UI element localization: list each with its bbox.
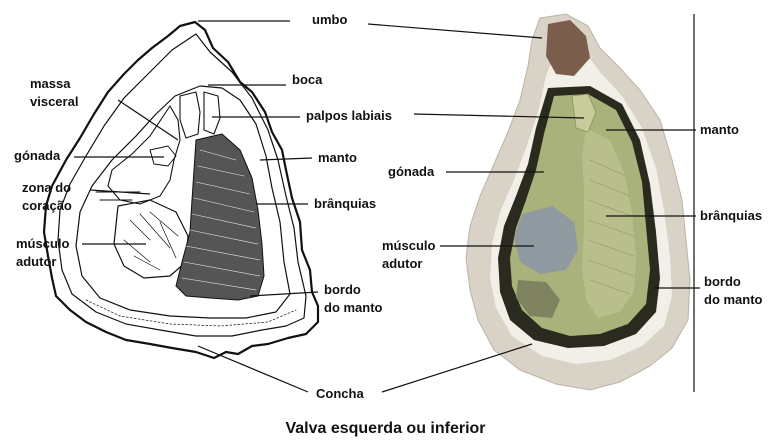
drawing-left: [44, 22, 318, 358]
label-branquias-right: brânquias: [700, 208, 762, 224]
label-branquias-left: brânquias: [314, 196, 376, 212]
label-palpos-labiais: palpos labiais: [306, 108, 392, 124]
label-zona-do: zona do: [22, 180, 71, 196]
label-gonada-right: gónada: [388, 164, 434, 180]
gills-fill: [176, 134, 264, 300]
label-umbo: umbo: [312, 12, 347, 28]
label-musculo-left: músculo: [16, 236, 69, 252]
label-massa: massa: [30, 76, 70, 92]
label-manto-right: manto: [700, 122, 739, 138]
leader-bordo-left: [250, 292, 318, 296]
leader-massa: [118, 100, 178, 140]
shell-outline: [44, 22, 318, 358]
label-bordo-right: bordo: [704, 274, 741, 290]
muscle-texture: [124, 212, 178, 270]
label-bordo-left: bordo: [324, 282, 361, 298]
label-coracao: coração: [22, 198, 72, 214]
label-do-manto-right: do manto: [704, 292, 763, 308]
leader-concha-left: [198, 346, 308, 392]
label-gonada-left: gónada: [14, 148, 60, 164]
label-boca: boca: [292, 72, 322, 88]
label-do-manto-left: do manto: [324, 300, 383, 316]
gonad-outline: [150, 146, 176, 166]
muscle-outline: [114, 200, 188, 278]
palps: [180, 92, 220, 138]
label-musculo-right: músculo: [382, 238, 435, 254]
diagram-caption: Valva esquerda ou inferior: [0, 420, 771, 438]
label-concha: Concha: [316, 386, 364, 402]
mantle-fringe: [86, 300, 296, 326]
label-adutor-right: adutor: [382, 256, 422, 272]
visceral-mass: [108, 106, 180, 204]
label-manto-left: manto: [318, 150, 357, 166]
leader-manto-left: [260, 158, 312, 160]
label-visceral: visceral: [30, 94, 78, 110]
label-adutor-left: adutor: [16, 254, 56, 270]
photo-right: [450, 10, 696, 392]
